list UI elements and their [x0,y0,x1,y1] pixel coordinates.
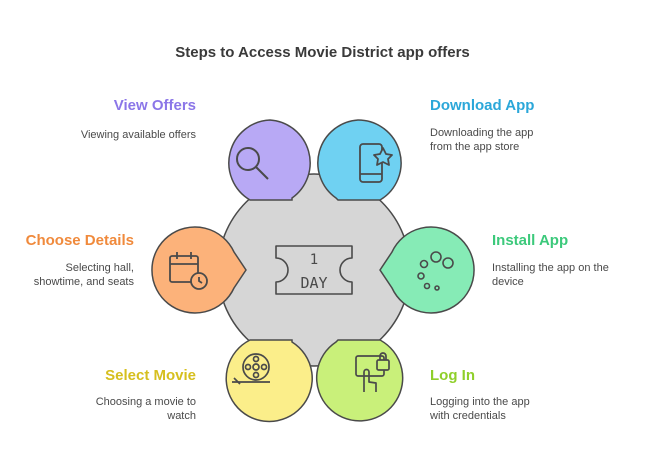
view-offers-title: View Offers [113,97,196,114]
ticket-number: 1 [310,252,318,268]
download-app-title: Download App [430,97,535,114]
select-movie-pin [225,339,313,423]
install-app-pin [379,226,475,314]
calendar-clock-icon [169,252,208,290]
choose-details-pin [151,226,247,314]
log-in-title: Log In [430,367,475,384]
install-app-desc: Installing the app on the device [492,262,609,288]
choose-details-desc: Selecting hall, showtime, and seats [33,262,134,288]
hand-lock-icon [355,352,390,392]
choose-details-title: Choose Details [25,232,134,249]
magnifier-icon [236,147,269,180]
select-movie-title: Select Movie [105,367,196,384]
ticket-icon [275,245,353,295]
select-movie-desc: Choosing a movie to watch [95,396,196,422]
loading-dots-icon [417,251,454,291]
phone-star-icon [359,143,393,183]
install-app-title: Install App [492,232,569,249]
view-offers-pin [228,119,311,201]
film-reel-icon [232,353,270,385]
ticket-text: DAY [300,274,327,292]
log-in-desc: Logging into the app with credentials [430,396,530,422]
log-in-pin [315,339,404,422]
download-app-desc: Downloading the app from the app store [430,127,534,153]
diagram-title: Steps to Access Movie District app offer… [175,44,470,61]
view-offers-desc: Viewing available offers [80,129,196,141]
